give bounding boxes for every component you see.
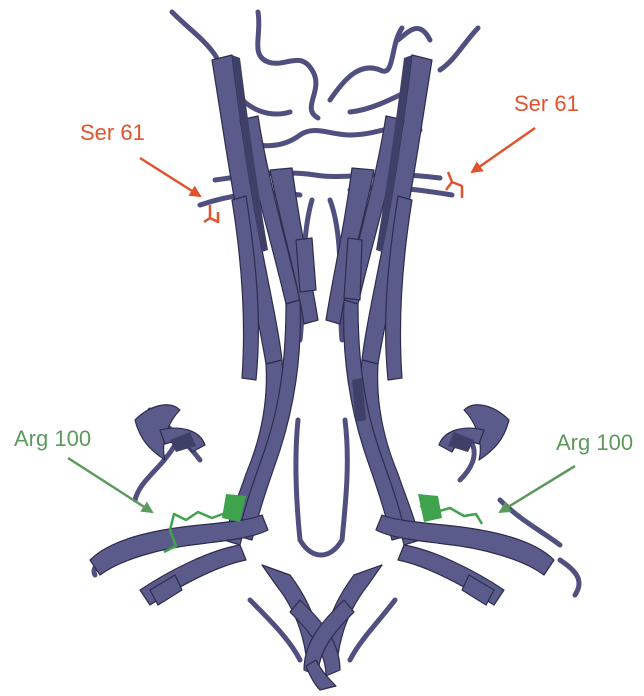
coil-loops [94, 12, 579, 660]
arg100-left-label: Arg 100 [14, 428, 91, 450]
strand-shading [170, 55, 474, 452]
ser61-right-arrow [472, 128, 535, 172]
beta-strands [90, 55, 554, 690]
ser61-left-label: Ser 61 [80, 122, 145, 144]
arg100-right-arrow [500, 466, 575, 512]
arg100-right-label: Arg 100 [556, 432, 633, 454]
ser61-left-arrow [140, 158, 200, 196]
ser61-right-label: Ser 61 [514, 93, 579, 115]
